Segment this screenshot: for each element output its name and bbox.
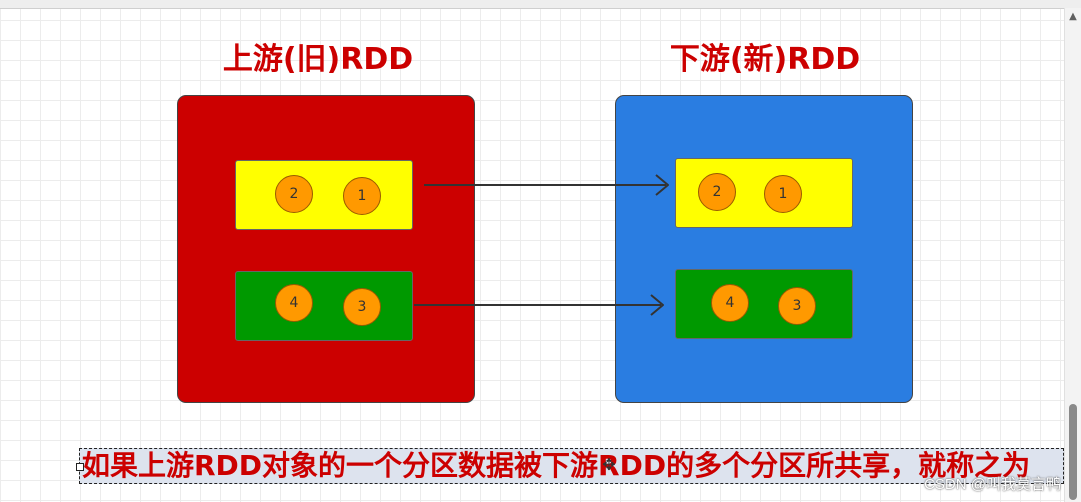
partition-item-circle: 1 bbox=[764, 175, 802, 213]
partition-item-circle: 4 bbox=[275, 284, 313, 322]
upstream-rdd-box[interactable]: 2 1 4 3 bbox=[177, 95, 475, 403]
move-cursor-icon: ✥ bbox=[602, 455, 616, 474]
resize-handle[interactable] bbox=[76, 463, 84, 471]
downstream-partition-1[interactable]: 2 1 bbox=[675, 158, 853, 228]
partition-item-circle: 2 bbox=[275, 175, 313, 213]
partition-item-circle: 3 bbox=[778, 287, 816, 325]
downstream-rdd-title: 下游(新)RDD bbox=[669, 42, 861, 77]
upstream-rdd-title: 上游(旧)RDD bbox=[222, 42, 414, 77]
partition-item-circle: 1 bbox=[343, 177, 381, 215]
partition-item-circle: 4 bbox=[711, 284, 749, 322]
downstream-rdd-box[interactable]: 2 1 4 3 bbox=[615, 95, 913, 403]
downstream-partition-2[interactable]: 4 3 bbox=[675, 269, 853, 339]
upstream-partition-1[interactable]: 2 1 bbox=[235, 160, 413, 230]
scroll-up-arrow-icon[interactable]: ▲ bbox=[1069, 11, 1077, 22]
upstream-partition-2[interactable]: 4 3 bbox=[235, 271, 413, 341]
caption-textbox[interactable]: 如果上游RDD对象的一个分区数据被下游RDD的多个分区所共享，就称之为 bbox=[79, 448, 1064, 484]
scrollbar-thumb[interactable] bbox=[1069, 404, 1077, 500]
top-toolbar-strip bbox=[0, 0, 1081, 9]
vertical-scrollbar[interactable]: ▲ bbox=[1064, 8, 1081, 502]
partition-item-circle: 2 bbox=[698, 173, 736, 211]
csdn-watermark: CSDN @叫我莫言鸭 bbox=[924, 476, 1061, 493]
partition-item-circle: 3 bbox=[343, 288, 381, 326]
